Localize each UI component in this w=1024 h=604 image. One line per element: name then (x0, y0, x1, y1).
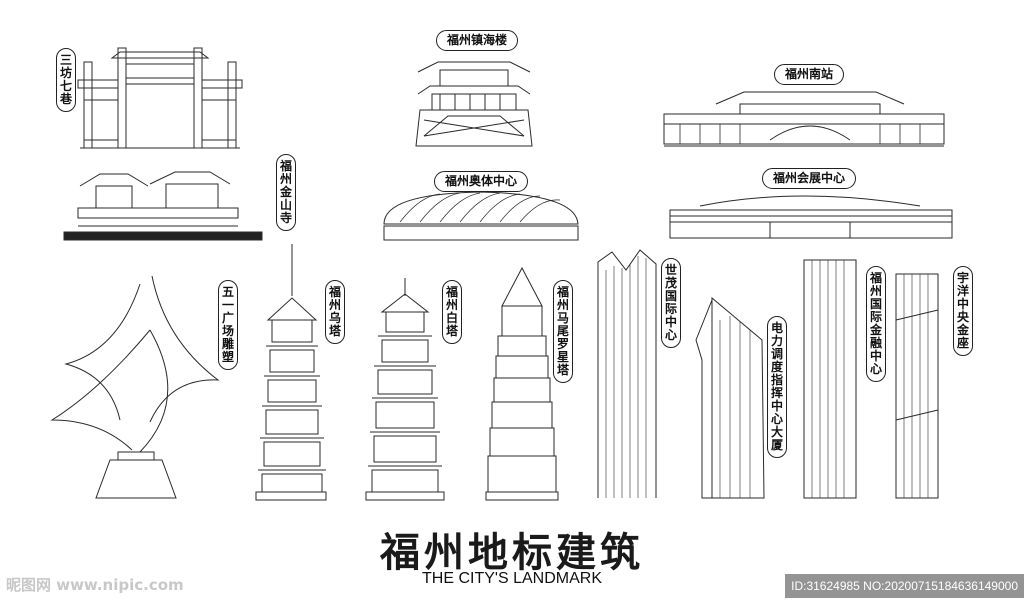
huizhan-drawing (669, 195, 953, 239)
nanzhan-drawing (663, 91, 945, 147)
label-jinshansi: 福州金山寺 (276, 154, 296, 231)
label-yuyang: 宇洋中央金座 (953, 266, 973, 356)
label-dianli: 电力调度指挥中心大厦 (767, 316, 787, 458)
page-subtitle: THE CITY'S LANDMARK (422, 570, 602, 587)
label-wuyi: 五一广场雕塑 (218, 280, 238, 370)
label-nanzhan: 福州南站 (774, 64, 845, 85)
wuta-drawing (255, 244, 327, 501)
shimao-drawing (597, 249, 657, 498)
label-shimao: 世茂国际中心 (661, 258, 681, 348)
label-aoti: 福州奥体中心 (434, 171, 529, 192)
baita-drawing (365, 278, 445, 501)
label-huizhan: 福州会展中心 (762, 168, 857, 189)
label-sanfang: 三坊七巷 (56, 48, 76, 112)
label-baita: 福州白塔 (442, 280, 462, 344)
label-jinrong: 福州国际金融中心 (866, 266, 886, 382)
label-zhenhailou: 福州镇海楼 (436, 30, 519, 51)
page-title: 福州地标建筑 (380, 530, 644, 576)
label-wuta: 福州乌塔 (325, 280, 345, 344)
watermark-id: ID:31624985 NO:20200715184636149000 (785, 574, 1024, 598)
jinrong-drawing (803, 259, 857, 499)
yuyang-drawing (895, 273, 939, 499)
luoxingta-drawing (485, 266, 559, 501)
sanfang-gate-drawing (77, 47, 243, 149)
label-luoxingta: 福州马尾罗星塔 (553, 280, 573, 383)
watermark-site: 昵图网 www.nipic.com (6, 576, 184, 594)
wuyi-sculpture-drawing (50, 275, 220, 499)
jinshansi-drawing (63, 171, 263, 241)
zhenhailou-drawing (415, 61, 533, 147)
aoti-drawing (383, 191, 579, 241)
dianli-drawing (695, 296, 765, 499)
